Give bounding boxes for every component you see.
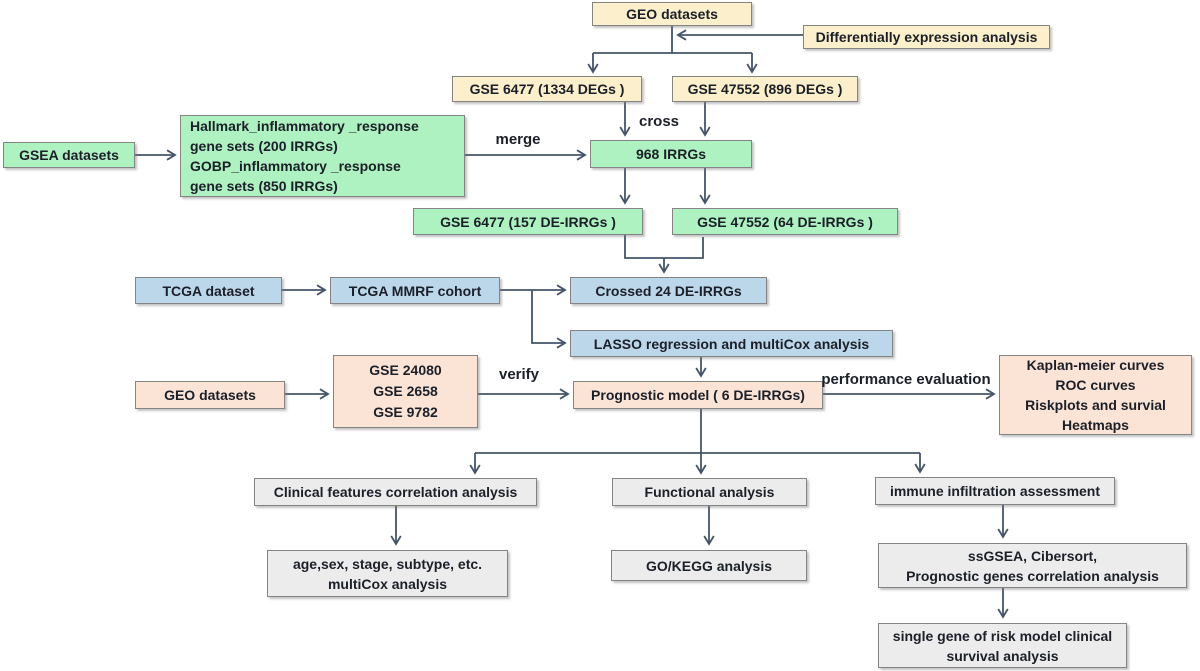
node-functional-analysis: Functional analysis	[612, 478, 807, 506]
node-gse6477-degs: GSE 6477 (1334 DEGs )	[452, 76, 642, 102]
node-performance-outputs: Kaplan-meier curves ROC curves Riskplots…	[999, 355, 1192, 435]
node-ssgsea-cibersort: ssGSEA, Cibersort, Prognostic genes corr…	[878, 543, 1187, 588]
node-gse47552-degs: GSE 47552 (896 DEGs )	[672, 76, 858, 102]
node-gse6477-de-irrgs: GSE 6477 (157 DE-IRRGs )	[413, 208, 643, 235]
node-validation-gse-sets: GSE 24080 GSE 2658 GSE 9782	[333, 355, 478, 428]
node-age-sex-stage-multicox: age,sex, stage, subtype, etc. multiCox a…	[267, 550, 508, 597]
edge-label-performance-evaluation: performance evaluation	[821, 371, 991, 388]
node-differential-expression-analysis: Differentially expression analysis	[803, 25, 1050, 49]
node-tcga-dataset: TCGA dataset	[135, 277, 282, 304]
node-geo-datasets-bottom: GEO datasets	[135, 381, 285, 409]
node-immune-infiltration: immune infiltration assessment	[875, 477, 1115, 505]
edge-label-merge: merge	[495, 131, 541, 148]
node-inflammatory-gene-sets: Hallmark_inflammatory _response gene set…	[180, 115, 465, 197]
node-crossed-24-de-irrgs: Crossed 24 DE-IRRGs	[570, 277, 767, 304]
node-gse47552-de-irrgs: GSE 47552 (64 DE-IRRGs )	[672, 208, 898, 235]
node-tcga-mmrf-cohort: TCGA MMRF cohort	[330, 277, 500, 304]
node-968-irrgs: 968 IRRGs	[590, 140, 752, 168]
node-geo-datasets-top: GEO datasets	[592, 2, 752, 26]
node-go-kegg: GO/KEGG analysis	[611, 550, 807, 581]
node-gsea-datasets: GSEA datasets	[3, 142, 135, 168]
node-clinical-features-correlation: Clinical features correlation analysis	[254, 478, 537, 506]
node-prognostic-model: Prognostic model ( 6 DE-IRRGs)	[573, 381, 823, 409]
edge-label-verify: verify	[498, 366, 540, 383]
node-lasso-multicox: LASSO regression and multiCox analysis	[570, 330, 893, 357]
edge-label-cross: cross	[638, 113, 680, 130]
node-single-gene-survival: single gene of risk model clinical survi…	[878, 623, 1127, 668]
